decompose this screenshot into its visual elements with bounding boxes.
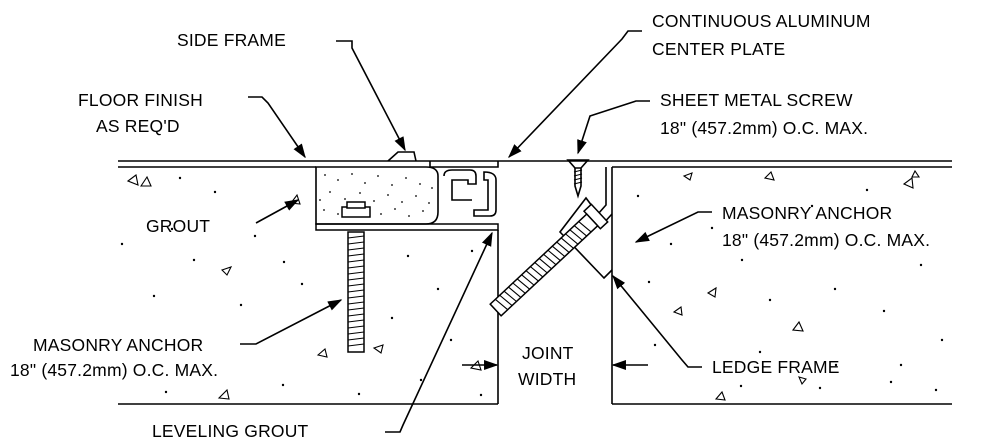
leader-floor-finish — [248, 96, 306, 159]
left-masonry-anchor — [341, 201, 371, 353]
label-anchor-left-line1: MASONRY ANCHOR — [33, 335, 203, 355]
left-concrete-slab — [118, 160, 608, 405]
sheet-metal-screw — [566, 159, 590, 199]
label-anchor-left-line2: 18" (457.2mm) O.C. MAX. — [10, 360, 218, 380]
concrete-aggregate-hatch — [120, 169, 944, 401]
label-anchor-right-line1: MASONRY ANCHOR — [722, 203, 892, 223]
label-floor-finish-line2: AS REQ'D — [96, 116, 180, 136]
label-screw-line2: 18" (457.2mm) O.C. MAX. — [660, 118, 868, 138]
label-center-plate-line1: CONTINUOUS ALUMINUM — [652, 11, 871, 31]
right-masonry-anchor — [489, 203, 609, 317]
leader-side-frame — [336, 40, 406, 152]
side-frame-extrusion — [387, 151, 499, 217]
leveling-grout-bed — [315, 223, 499, 231]
label-width: WIDTH — [518, 369, 576, 389]
label-floor-finish-line1: FLOOR FINISH — [78, 90, 203, 110]
leader-center-plate — [508, 30, 642, 159]
leader-masonry-anchor-left — [240, 299, 343, 345]
leader-sheet-metal-screw — [577, 100, 650, 155]
label-anchor-right-line2: 18" (457.2mm) O.C. MAX. — [722, 230, 930, 250]
leader-leveling-grout — [385, 231, 493, 433]
labels: SIDE FRAME CONTINUOUS ALUMINUM CENTER PL… — [10, 11, 930, 441]
grout-block — [315, 166, 439, 225]
label-joint: JOINT — [522, 343, 574, 363]
label-grout: GROUT — [146, 216, 210, 236]
label-screw-line1: SHEET METAL SCREW — [660, 90, 853, 110]
label-side-frame: SIDE FRAME — [177, 30, 286, 50]
label-leveling-grout: LEVELING GROUT — [152, 421, 309, 441]
right-concrete-slab — [608, 160, 952, 405]
leader-masonry-anchor-right — [634, 211, 712, 243]
label-ledge-frame: LEDGE FRAME — [712, 357, 840, 377]
label-center-plate-line2: CENTER PLATE — [652, 39, 785, 59]
leader-ledge-frame — [612, 274, 702, 368]
leader-grout — [255, 199, 300, 224]
